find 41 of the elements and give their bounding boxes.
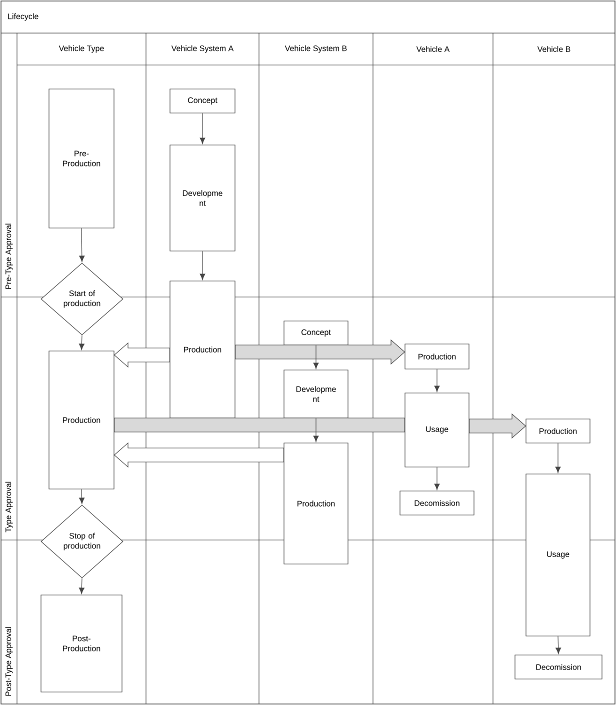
process-box: Usage (526, 474, 590, 636)
lane-header: Vehicle A (416, 46, 450, 52)
process-box: Developme nt (284, 370, 348, 418)
arrow (313, 418, 319, 442)
process-box: Production (526, 418, 590, 444)
block-arrow (235, 339, 406, 365)
arrow (78, 578, 84, 594)
lane-header: Type Approval (5, 482, 13, 532)
lane-header: Vehicle Type (58, 45, 104, 53)
pool-title: Lifecycle (8, 13, 38, 21)
lane-header: Vehicle System B (284, 45, 347, 53)
lane-header: Vehicle B (537, 46, 570, 52)
block-arrow (114, 442, 284, 468)
process-box: Production (284, 442, 348, 564)
arrow (313, 345, 319, 369)
block-arrow (469, 413, 526, 439)
lane-header: Pre-Type Approval (5, 224, 13, 289)
lane-header: Post-Type Approval (5, 627, 13, 696)
process-box: Concept (170, 88, 236, 114)
process-box: Developme nt (170, 144, 236, 252)
lane-header: Vehicle System A (171, 45, 234, 53)
arrow (556, 636, 562, 654)
arrow (79, 489, 85, 504)
process-box: Production (48, 350, 114, 490)
arrow (434, 369, 440, 392)
block-arrow (114, 342, 170, 368)
arrow (200, 251, 206, 280)
block-arrow (114, 418, 405, 432)
process-box: Production (170, 280, 236, 418)
process-box: Post-Production (40, 594, 122, 692)
process-box: Production (404, 344, 470, 370)
arrow (200, 113, 206, 144)
arrow (78, 335, 84, 350)
arrow (555, 443, 561, 473)
process-box: Usage (404, 392, 470, 468)
arrow (434, 467, 440, 490)
process-box: Decomission (514, 654, 602, 680)
process-box: Pre-Production (48, 88, 114, 228)
process-box: Concept (284, 320, 348, 346)
process-box: Decomission (400, 490, 474, 516)
arrow (79, 228, 85, 262)
